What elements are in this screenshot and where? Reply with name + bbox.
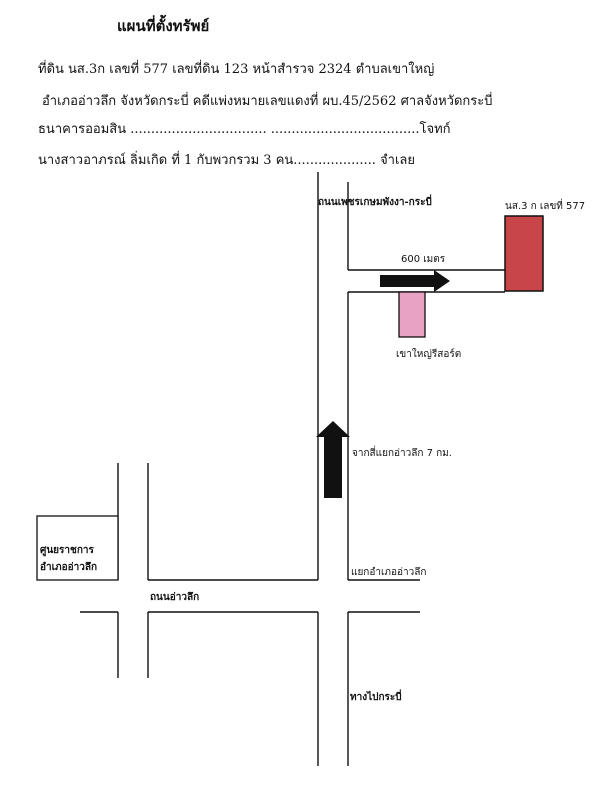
defendant-line: นางสาวอาภรณ์ ลิ่มเกิด ที่ 1 กับพวกรวม 3 … — [38, 153, 416, 168]
plaintiff-line: ธนาคารออมสิน ...........................… — [38, 122, 451, 137]
page-title: แผนที่ตั้งทรัพย์ — [117, 17, 210, 35]
resort-label: เขาใหญ่รีสอร์ต — [396, 348, 461, 360]
district-office-label-2: อำเภออ่าวลึก — [40, 561, 97, 573]
aoluek-road-label: ถนนอ่าวลึก — [150, 591, 199, 603]
land-plot-label: นส.3 ก เลขที่ 577 — [505, 198, 585, 212]
to-krabi-label: ทางไปกระบี่ — [350, 689, 402, 703]
north-arrow-icon — [316, 421, 350, 498]
land-deed-line: ที่ดิน นส.3ก เลขที่ 577 เลขที่ดิน 123 หน… — [38, 62, 435, 77]
resort-marker — [398, 291, 426, 338]
from-junction-label: จากสี่แยกอ่าวลึก 7 กม. — [352, 445, 452, 459]
land-plot-marker — [504, 215, 544, 292]
phetkasem-road-label: ถนนเพชรเกษมพังงา-กระบี่ — [318, 194, 432, 208]
road-lines — [80, 172, 505, 766]
junction-label: แยกอำเภออ่าวลึก — [351, 566, 426, 578]
east-arrow-icon — [380, 270, 450, 292]
district-office-box — [36, 515, 119, 581]
document-header: แผนที่ตั้งทรัพย์ ที่ดิน นส.3ก เลขที่ 577… — [0, 0, 602, 180]
distance-label: 600 เมตร — [401, 254, 446, 265]
district-office-label-1: ศูนยราชการ — [40, 545, 94, 557]
case-line: อำเภออ่าวลึก จังหวัดกระบี่ คดีแพ่งหมายเล… — [42, 94, 493, 109]
